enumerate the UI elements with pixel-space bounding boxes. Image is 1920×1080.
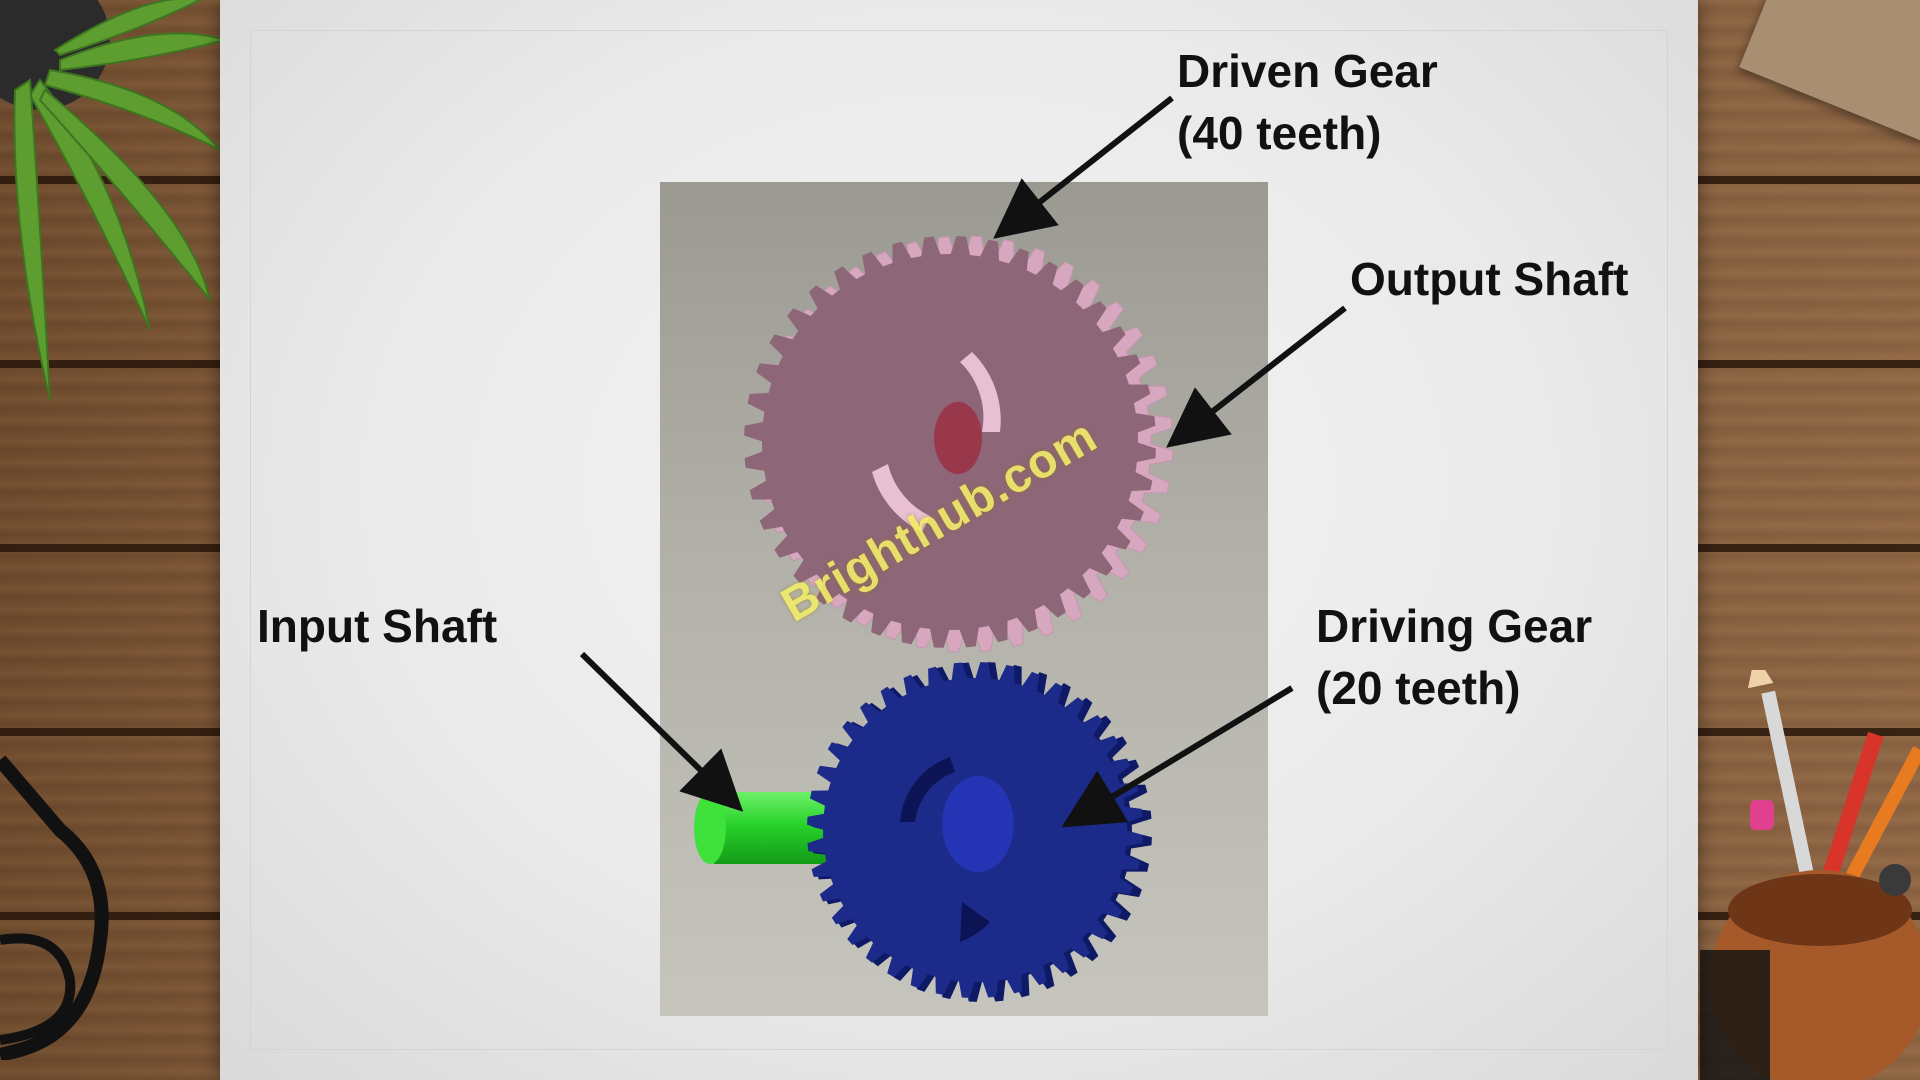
driven-gear-label-line1: Driven Gear bbox=[1177, 45, 1438, 97]
driven-gear-label: Driven Gear (40 teeth) bbox=[1177, 40, 1438, 164]
driving-gear-label-line1: Driving Gear bbox=[1316, 600, 1593, 652]
driving-gear-label: Driving Gear (20 teeth) bbox=[1316, 595, 1592, 719]
driving-gear bbox=[807, 662, 1152, 1002]
eyeglasses-decoration bbox=[0, 755, 109, 1060]
slide-border bbox=[250, 30, 1668, 1050]
output-shaft-label: Output Shaft bbox=[1350, 253, 1629, 305]
pencil-cup-decoration bbox=[1700, 670, 1920, 1080]
driven-gear-label-line2: (40 teeth) bbox=[1177, 107, 1382, 159]
driven-gear bbox=[744, 235, 1174, 653]
driving-gear-label-line2: (20 teeth) bbox=[1316, 662, 1521, 714]
potted-plant-decoration bbox=[0, 0, 229, 401]
input-shaft-label: Input Shaft bbox=[257, 600, 498, 652]
gear-train-illustration bbox=[694, 235, 1174, 1002]
